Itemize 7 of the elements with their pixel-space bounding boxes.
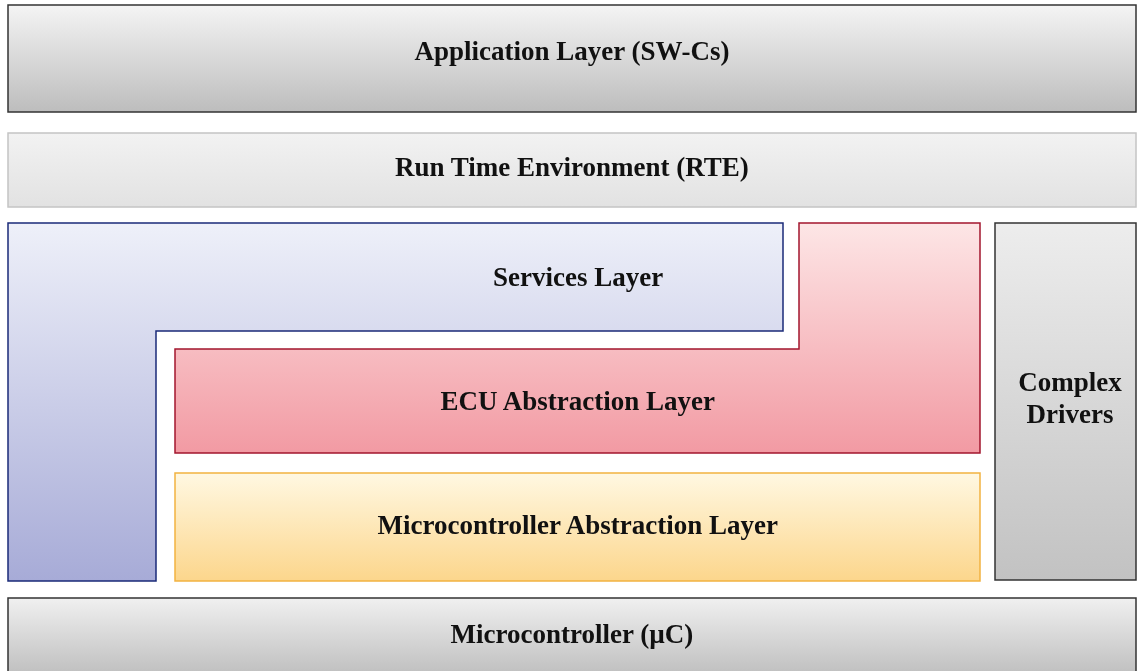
layer-label: Microcontroller (µC) bbox=[450, 618, 694, 651]
layer-label: Run Time Environment (RTE) bbox=[395, 151, 749, 184]
layer-label: Services Layer bbox=[493, 261, 664, 294]
layer-label: Application Layer (SW-Cs) bbox=[414, 35, 730, 68]
layer-label: ECU Abstraction Layer bbox=[440, 385, 715, 418]
layer-label: Microcontroller Abstraction Layer bbox=[377, 509, 778, 542]
layer-label: Complex Drivers bbox=[1017, 366, 1123, 431]
